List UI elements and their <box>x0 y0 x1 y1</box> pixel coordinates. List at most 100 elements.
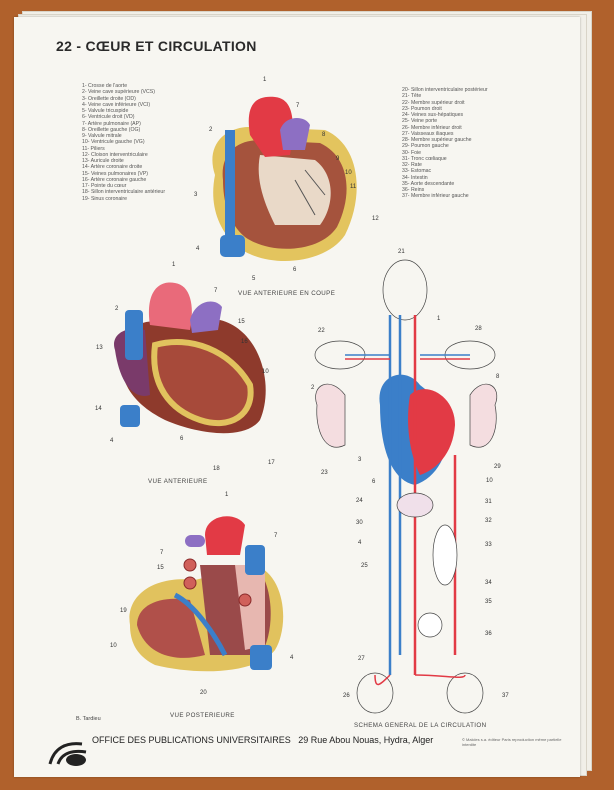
legend-item: 22- Membre supérieur droit <box>402 99 465 106</box>
legend-item: 9- Valvule mitrale <box>82 133 122 139</box>
legend-item: 2- Veine cave supérieure (VCS) <box>82 89 155 96</box>
legend-item: 30- Foie <box>402 149 422 156</box>
legend-item: 10- Ventricule gauche (VG) <box>82 139 145 146</box>
heart-section-figure <box>212 96 357 262</box>
figure-label-anterieure: 7 <box>214 288 218 294</box>
figure-label-circulation: 34 <box>485 580 492 586</box>
figure-label-circulation: 32 <box>485 518 492 524</box>
legend-item: 11- Piliers <box>82 145 105 152</box>
figure-label-circulation: 8 <box>496 374 500 380</box>
legend-item: 33- Estomac <box>402 168 432 175</box>
publisher-logo <box>48 742 87 766</box>
author: B. Tardieu <box>76 716 101 722</box>
caption-circulation: SCHEMA GENERAL DE LA CIRCULATION <box>354 722 487 729</box>
figure-label-coupe: 5 <box>252 276 256 282</box>
figure-label-anterieure: 1 <box>172 262 176 268</box>
legend-right: 20- Sillon interventriculaire postérieur… <box>402 87 488 200</box>
legend-item: 6- Ventricule droit (VD) <box>82 114 135 121</box>
figure-label-posterieure: 15 <box>157 565 164 571</box>
figure-label-circulation: 27 <box>358 656 365 662</box>
figure-label-circulation: 4 <box>358 540 362 546</box>
figure-label-circulation: 3 <box>358 457 362 463</box>
figure-label-coupe: 2 <box>209 127 213 133</box>
legend-item: 27- Vaisseaux iliaques <box>402 130 454 137</box>
legend-item: 37- Membre inférieur gauche <box>402 193 469 200</box>
poster-title: 22 - CŒUR ET CIRCULATION <box>56 38 257 54</box>
figure-label-anterieure: 17 <box>268 460 275 466</box>
figure-label-circulation: 37 <box>502 693 509 699</box>
figure-label-circulation: 29 <box>494 464 501 470</box>
legend-item: 26- Membre inférieur droit <box>402 124 462 131</box>
caption-coupe: VUE ANTERIEURE EN COUPE <box>238 290 336 297</box>
figure-label-anterieure: 18 <box>213 466 220 472</box>
legend-item: 32- Rate <box>402 162 422 168</box>
figure-label-coupe: 11 <box>350 184 357 190</box>
figure-label-anterieure: 14 <box>95 406 102 412</box>
figure-label-anterieure: 15 <box>238 319 245 325</box>
figure-label-anterieure: 10 <box>262 369 269 375</box>
legend-item: 19- Sinus coronaire <box>82 195 127 202</box>
legend-item: 28- Membre supérieur gauche <box>402 137 472 143</box>
legend-item: 5- Valvule tricuspide <box>82 108 129 114</box>
figure-label-coupe: 3 <box>194 192 198 198</box>
figure-label-coupe: 4 <box>196 246 200 252</box>
circulation-schema-figure <box>314 259 498 714</box>
legend-item: 17- Pointe du cœur <box>82 183 127 189</box>
legend-item: 8- Oreillette gauche (OG) <box>82 126 141 133</box>
figure-label-coupe: 7 <box>296 103 300 109</box>
figure-label-circulation: 25 <box>361 563 368 569</box>
figure-label-circulation: 6 <box>372 479 376 485</box>
figure-label-circulation: 36 <box>485 631 492 637</box>
figure-label-circulation: 30 <box>356 520 363 526</box>
legend-item: 3- Oreillette droite (OD) <box>82 95 136 102</box>
figure-label-posterieure: 4 <box>290 655 294 661</box>
figure-label-circulation: 26 <box>343 693 350 699</box>
legend-item: 16- Artère coronaire gauche <box>82 176 147 183</box>
figure-label-coupe: 12 <box>372 216 379 222</box>
legend-item: 20- Sillon interventriculaire postérieur <box>402 87 488 93</box>
figure-label-circulation: 21 <box>398 249 405 255</box>
caption-posterieure: VUE POSTERIEURE <box>170 712 235 719</box>
publisher-footer: OFFICE DES PUBLICATIONS UNIVERSITAIRES 2… <box>92 735 434 745</box>
figure-label-circulation: 1 <box>437 316 441 322</box>
figure-label-posterieure: 1 <box>225 492 229 498</box>
figure-label-anterieure: 13 <box>96 345 103 351</box>
figure-label-posterieure: 7 <box>160 550 164 556</box>
figure-label-circulation: 33 <box>485 542 492 548</box>
legend-item: 31- Tronc cœliaque <box>402 155 447 162</box>
figure-label-circulation: 28 <box>475 326 482 332</box>
figure-label-circulation: 31 <box>485 499 492 505</box>
figure-label-circulation: 2 <box>311 385 315 391</box>
figure-label-coupe: 8 <box>322 132 326 138</box>
figure-label-coupe: 6 <box>293 267 297 273</box>
legend-item: 13- Auricule droite <box>82 158 124 164</box>
figure-label-coupe: 9 <box>336 156 340 162</box>
legend-item: 36- Reins <box>402 187 425 193</box>
legend-item: 14- Artère coronaire droite <box>82 164 143 171</box>
legend-item: 29- Poumon gauche <box>402 143 449 150</box>
figure-label-posterieure: 7 <box>274 533 278 539</box>
figure-label-posterieure: 20 <box>200 690 207 696</box>
legend-item: 21- Tête <box>402 93 422 100</box>
figure-label-posterieure: 10 <box>110 643 117 649</box>
figure-label-coupe: 10 <box>345 170 352 176</box>
caption-anterieure: VUE ANTERIEURE <box>148 478 208 485</box>
figure-label-anterieure: 4 <box>110 438 114 444</box>
figure-label-anterieure: 2 <box>115 306 119 312</box>
heart-posterior-figure <box>129 516 284 672</box>
figure-label-anterieure: 16 <box>241 339 248 345</box>
legend-item: 7- Artère pulmonaire (AP) <box>82 120 141 127</box>
legend-item: 12- Cloison interventriculaire <box>82 151 148 158</box>
legend-item: 15- Veines pulmonaires (VP) <box>82 170 149 177</box>
legend-item: 23- Poumon droit <box>402 105 442 112</box>
legend-item: 34- Intestin <box>402 174 428 181</box>
legend-item: 24- Veines sus-hépatiques <box>402 112 464 118</box>
figure-label-coupe: 1 <box>263 77 267 83</box>
figure-label-circulation: 24 <box>356 498 363 504</box>
figure-label-circulation: 22 <box>318 328 325 334</box>
figure-label-posterieure: 19 <box>120 608 127 614</box>
legend-item: 18- Sillon interventriculaire antérieur <box>82 189 166 196</box>
legend-item: 35- Aorte descendante <box>402 180 455 187</box>
copyright-credit: © Malcles s.a. éditeur Paris reproductio… <box>462 737 562 747</box>
